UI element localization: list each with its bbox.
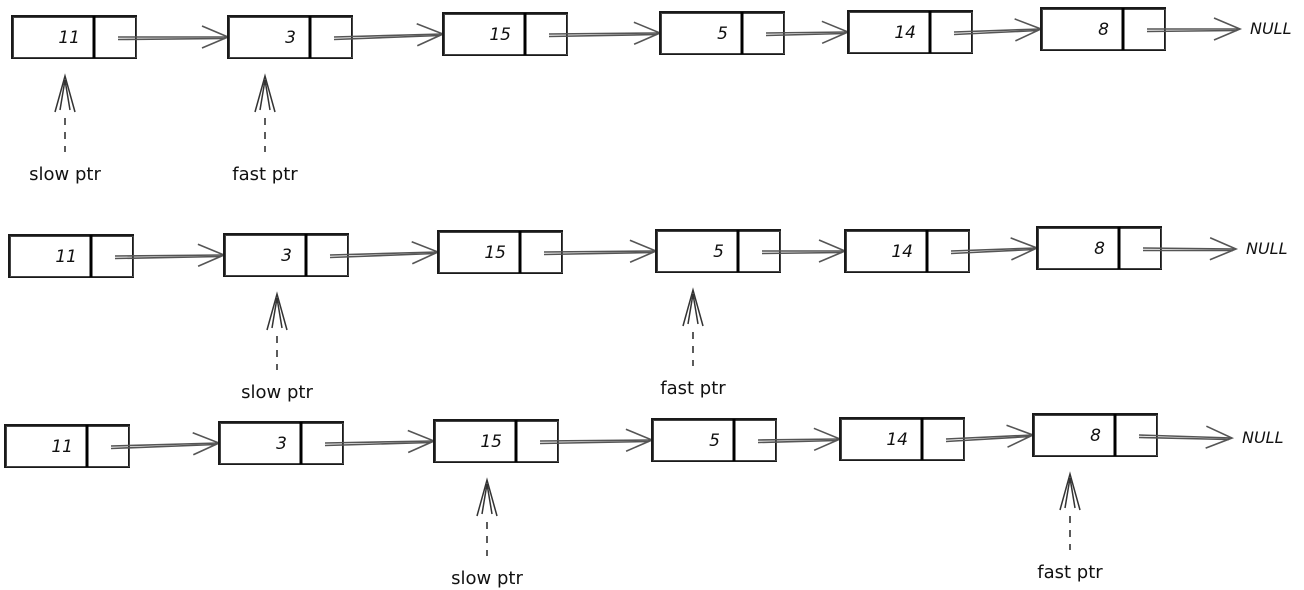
next-arrow — [548, 21, 663, 45]
pointer-arrow-icon — [259, 79, 271, 111]
list-node: 3 — [227, 15, 446, 59]
list-node: 8 — [1032, 413, 1235, 457]
node-value: 5 — [713, 242, 724, 262]
fast-pointer-label: fast ptr — [1037, 562, 1103, 583]
next-arrow — [329, 240, 441, 265]
pointer-arrow-icon — [1059, 471, 1081, 511]
node-value: 8 — [1098, 20, 1109, 40]
next-arrow — [1146, 17, 1243, 41]
node-value: 8 — [1090, 426, 1101, 446]
next-arrow — [543, 239, 659, 263]
next-arrow — [761, 239, 848, 263]
pointer-arrow-icon — [476, 477, 498, 517]
pointer-arrow-icon — [54, 73, 76, 113]
fast-pointer-label: fast ptr — [660, 378, 726, 399]
list-node: 5 — [659, 11, 851, 55]
list-row-3: 11 3 15 5 14 8 NULL slow ptr fast ptr — [4, 413, 1284, 589]
list-node: 15 — [433, 419, 655, 463]
list-node: 3 — [223, 233, 441, 277]
list-node: 11 — [8, 234, 227, 278]
node-value: 11 — [58, 28, 80, 48]
list-node: 3 — [218, 421, 437, 465]
fast-pointer: fast ptr — [1037, 471, 1103, 583]
pointer-arrow-icon — [271, 297, 283, 329]
next-arrow — [765, 20, 851, 45]
node-box-sketch — [846, 231, 970, 272]
slow-pointer: slow ptr — [241, 291, 313, 403]
node-value: 15 — [480, 432, 502, 452]
next-arrow — [945, 424, 1036, 448]
list-node: 14 — [847, 10, 1044, 54]
list-row-2: 11 3 15 5 14 8 NULL slow ptr fast ptr — [8, 226, 1288, 403]
node-box-sketch — [225, 235, 349, 276]
list-node: 14 — [844, 229, 1040, 273]
next-arrow — [757, 427, 843, 452]
node-value: 14 — [894, 23, 916, 43]
node-value: 5 — [717, 24, 728, 44]
node-value: 3 — [276, 434, 287, 454]
fast-pointer: fast ptr — [660, 287, 726, 399]
list-node: 15 — [442, 12, 663, 56]
node-value: 15 — [484, 243, 506, 263]
arrow-head-icon — [1209, 236, 1239, 261]
slow-pointer: slow ptr — [451, 477, 523, 589]
node-value: 5 — [709, 431, 720, 451]
next-arrow — [1142, 236, 1239, 261]
list-node: 8 — [1036, 226, 1239, 270]
arrow-head-icon — [1205, 425, 1235, 449]
fast-pointer-label: fast ptr — [232, 164, 298, 185]
next-arrow — [114, 243, 227, 267]
node-box-sketch — [849, 12, 973, 53]
pointer-arrow-icon — [59, 79, 71, 111]
node-value: 14 — [886, 430, 908, 450]
next-arrow — [950, 237, 1040, 261]
list-node: 11 — [11, 15, 231, 59]
slow-pointer: slow ptr — [29, 73, 101, 185]
node-box-sketch — [229, 17, 353, 58]
next-arrow — [324, 429, 437, 454]
list-node: 15 — [437, 230, 659, 274]
list-node: 14 — [839, 417, 1036, 461]
next-arrow — [333, 22, 446, 47]
pointer-arrow-icon — [481, 483, 493, 515]
next-arrow — [117, 25, 231, 49]
next-arrow — [953, 18, 1044, 42]
fast-pointer: fast ptr — [232, 73, 298, 185]
node-value: 3 — [285, 28, 296, 48]
list-node: 5 — [655, 229, 848, 273]
arrow-head-icon — [1213, 17, 1243, 41]
next-arrow — [1138, 425, 1235, 449]
next-arrow — [110, 431, 222, 456]
pointer-arrow-icon — [254, 73, 276, 113]
node-value: 14 — [891, 242, 913, 262]
node-value: 15 — [489, 25, 511, 45]
pointer-arrow-icon — [266, 291, 288, 331]
slow-pointer-label: slow ptr — [29, 164, 101, 185]
node-value: 11 — [55, 247, 77, 267]
node-box-sketch — [220, 423, 344, 464]
next-arrow — [539, 428, 655, 452]
slow-pointer-label: slow ptr — [241, 382, 313, 403]
slow-pointer-label: slow ptr — [451, 568, 523, 589]
node-value: 11 — [51, 437, 73, 457]
list-node: 5 — [651, 418, 843, 462]
list-node: 8 — [1040, 7, 1243, 51]
null-label: NULL — [1242, 428, 1284, 447]
pointer-arrow-icon — [1064, 477, 1076, 509]
node-value: 3 — [281, 246, 292, 266]
node-box-sketch — [841, 419, 965, 460]
pointer-arrow-icon — [682, 287, 704, 327]
null-label: NULL — [1250, 19, 1292, 38]
null-label: NULL — [1246, 239, 1288, 258]
node-box-sketch — [6, 426, 130, 467]
list-node: 11 — [4, 424, 222, 468]
list-row-1: 11 3 15 5 14 8 NULL slow ptr fast ptr — [11, 7, 1292, 185]
node-value: 8 — [1094, 239, 1105, 259]
pointer-arrow-icon — [687, 293, 699, 325]
